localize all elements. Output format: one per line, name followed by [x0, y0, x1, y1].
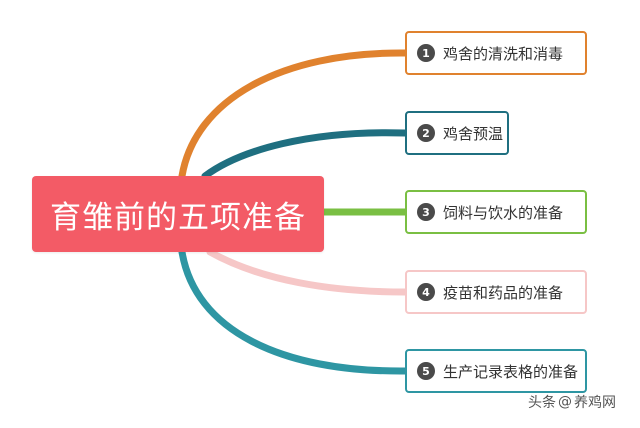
watermark-prefix: 头条 [528, 395, 556, 411]
branch-node-5: 5 生产记录表格的准备 [405, 349, 587, 393]
branch-node-3: 3 饲料与饮水的准备 [405, 190, 587, 234]
number-badge-4: 4 [417, 283, 435, 301]
branch-label-1: 鸡舍的清洗和消毒 [443, 44, 564, 63]
branch-label-4: 疫苗和药品的准备 [443, 283, 564, 302]
branch-node-2: 2 鸡舍预温 [405, 111, 509, 155]
branch-node-1: 1 鸡舍的清洗和消毒 [405, 31, 587, 75]
watermark-at: @ [558, 394, 572, 410]
number-badge-2: 2 [417, 124, 435, 142]
connector-5 [178, 248, 409, 375]
branch-label-3: 饲料与饮水的准备 [443, 203, 564, 222]
watermark: 头条 @ 养鸡网 [528, 392, 616, 412]
number-badge-3: 3 [417, 203, 435, 221]
branch-label-5: 生产记录表格的准备 [443, 362, 579, 381]
root-node: 育雏前的五项准备 [32, 176, 324, 252]
connector-2 [201, 129, 409, 180]
branch-node-4: 4 疫苗和药品的准备 [405, 270, 587, 314]
branch-label-2: 鸡舍预温 [443, 124, 504, 143]
watermark-name: 养鸡网 [574, 395, 616, 411]
root-title: 育雏前的五项准备 [50, 199, 306, 236]
connector-4 [206, 248, 409, 296]
number-badge-5: 5 [417, 362, 435, 380]
connector-1 [178, 49, 409, 180]
number-badge-1: 1 [417, 44, 435, 62]
